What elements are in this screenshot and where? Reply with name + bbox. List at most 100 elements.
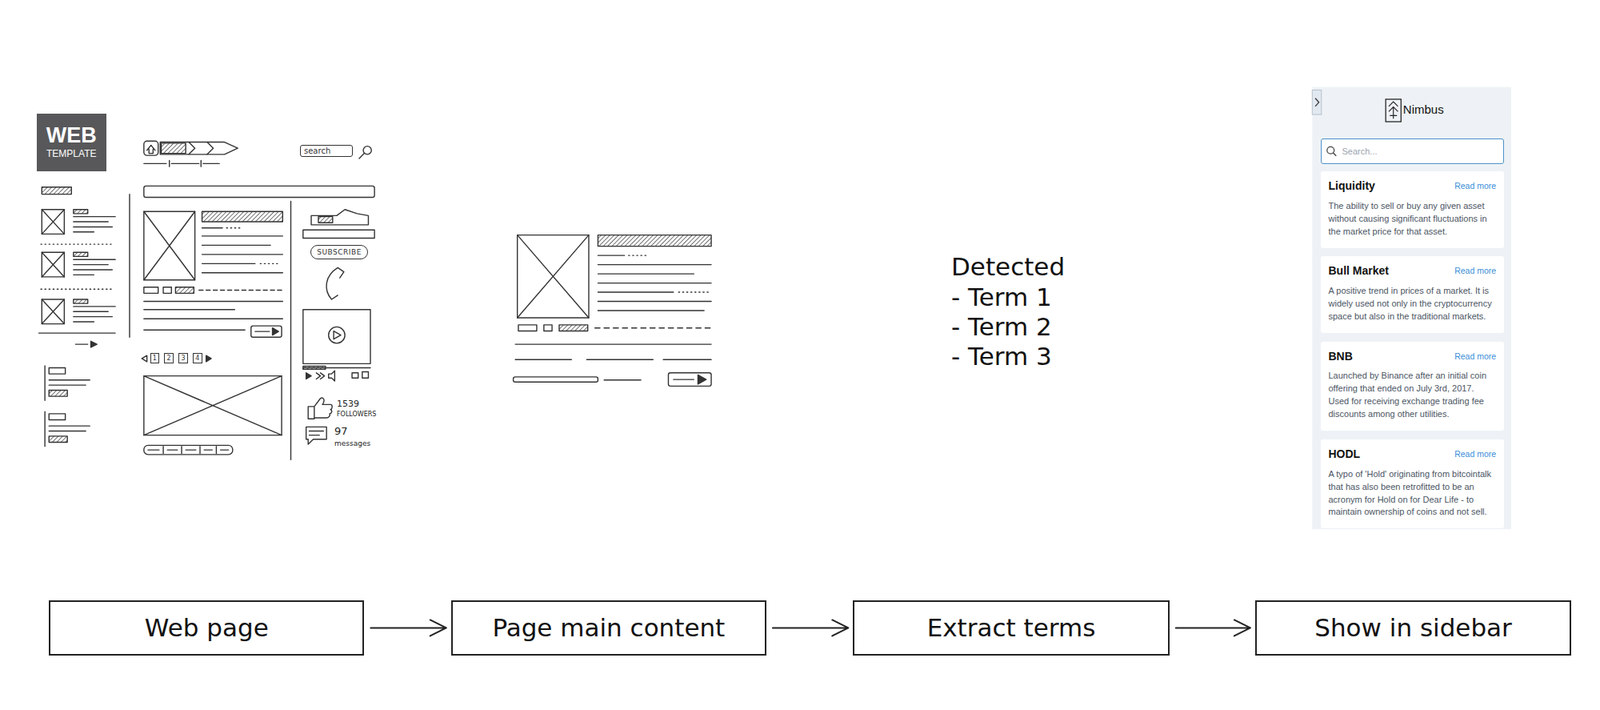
- read-more-link: Read more: [1454, 449, 1496, 459]
- main-content-wireframe: [628, 254, 650, 256]
- main-content-wireframe: [597, 235, 712, 247]
- read-more-link: Read more: [1454, 266, 1496, 276]
- web-page-wireframe: [73, 209, 88, 214]
- web-page-wireframe: [306, 372, 312, 380]
- main-content-wireframe: [595, 327, 712, 328]
- web-page-wireframe: [144, 185, 375, 197]
- web-page-wireframe: [328, 326, 345, 343]
- search-input: Search...: [1320, 138, 1505, 164]
- page-number-box: 4: [192, 352, 202, 364]
- message-caption: messages: [334, 440, 371, 448]
- web-page-wireframe: [202, 236, 284, 273]
- main-content-wireframe: [597, 254, 624, 256]
- page-number-box: 3: [178, 352, 188, 364]
- main-content-wireframe: [544, 324, 552, 332]
- search-placeholder: Search...: [1342, 147, 1378, 156]
- web-page-wireframe: [255, 330, 270, 332]
- web-page-wireframe: [303, 309, 371, 364]
- detected-term: - Term 2: [951, 314, 1052, 340]
- web-page-wireframe: [144, 211, 196, 280]
- web-page-wireframe: [144, 287, 159, 294]
- main-content-wireframe: [697, 374, 706, 384]
- page-number: 4: [195, 355, 200, 362]
- main-content-wireframe: [678, 291, 709, 292]
- sidebar-screenshot: [1332, 152, 1336, 156]
- web-page-wireframe: [38, 140, 375, 460]
- main-content-wireframe: [518, 324, 537, 332]
- follower-caption: FOLLOWERS: [336, 411, 376, 418]
- follower-count: 1539: [336, 399, 360, 408]
- web-page-wireframe: [41, 187, 72, 195]
- web-page-wireframe: [41, 252, 64, 277]
- web-page-wireframe: [206, 355, 212, 362]
- term-card: BNBRead moreLaunched by Binance after an…: [1320, 341, 1505, 432]
- sidebar-screenshot: [1315, 98, 1319, 107]
- sidebar-screenshot: [1312, 90, 1321, 116]
- web-page-wireframe: [73, 259, 116, 275]
- field-label: search: [304, 147, 331, 156]
- step-label: Web page: [144, 613, 269, 641]
- main-content-wireframe: [673, 378, 695, 380]
- step-label: Extract terms: [927, 613, 1096, 641]
- web-page-wireframe: [202, 211, 284, 222]
- web-page-wireframe: [326, 267, 344, 300]
- main-content-wireframe: [513, 376, 599, 382]
- web-page-wireframe: [362, 372, 369, 379]
- message-count: 97: [334, 425, 348, 436]
- web-page-wireframe: [303, 229, 375, 238]
- web-page-wireframe: [311, 209, 368, 225]
- web-page-wireframe: [48, 425, 90, 431]
- flow-arrow: [370, 619, 446, 636]
- web-page-wireframe: [303, 366, 326, 370]
- sidebar-screenshot: [1312, 87, 1512, 529]
- web-page-wireframe: [251, 325, 282, 337]
- term-definition: A typo of 'Hold' originating from bitcoi…: [1328, 468, 1497, 520]
- web-page-wireframe: [188, 142, 214, 155]
- flow-arrow: [1176, 619, 1251, 636]
- web-page-wireframe: [41, 299, 64, 324]
- term-definition: The ability to sell or buy any given ass…: [1328, 200, 1497, 239]
- web-page-wireframe: [202, 227, 224, 228]
- web-page-wireframe: [48, 367, 65, 374]
- web-page-wireframe: [144, 444, 233, 454]
- page-number: 3: [180, 355, 185, 362]
- flow-arrow: [1176, 619, 1251, 636]
- step-label: Page main content: [492, 613, 725, 641]
- search-field-sketch: search: [300, 144, 353, 157]
- web-page-wireframe: [260, 263, 281, 264]
- sidebar-screenshot: [1388, 101, 1398, 119]
- web-page-wireframe: [73, 252, 88, 256]
- main-content-wireframe: [515, 344, 712, 380]
- web-page-wireframe: [144, 160, 220, 168]
- web-page-wireframe: [41, 209, 64, 235]
- web-page-wireframe: [161, 143, 187, 154]
- flow-arrow: [370, 619, 446, 636]
- web-page-wireframe: [48, 436, 68, 443]
- web-page-wireframe: [41, 252, 64, 277]
- sidebar-screenshot: [1327, 146, 1335, 154]
- web-page-wireframe: [328, 370, 336, 381]
- web-page-wireframe: [38, 332, 116, 344]
- page-number-box: 1: [150, 352, 160, 364]
- button-label: SUBSCRIBE: [316, 248, 362, 256]
- detected-heading: Detected: [951, 254, 1065, 280]
- main-content-wireframe: [668, 372, 712, 387]
- term-card: Bull MarketRead moreA positive trend in …: [1320, 256, 1505, 333]
- flow-arrow: [772, 619, 848, 636]
- process-box: Page main content: [451, 600, 767, 656]
- term-card: LiquidityRead moreThe ability to sell or…: [1320, 171, 1505, 248]
- web-page-wireframe: [308, 397, 332, 419]
- sidebar-screenshot: [1320, 139, 1505, 165]
- web-page-wireframe: [91, 340, 98, 348]
- web-page-wireframe: [144, 140, 159, 156]
- web-page-wireframe: [163, 287, 172, 294]
- main-content-wireframe: [597, 264, 712, 311]
- web-page-wireframe: [41, 299, 64, 324]
- term-card: HODLRead moreA typo of 'Hold' originatin…: [1320, 439, 1505, 529]
- process-box: Show in sidebar: [1255, 600, 1572, 656]
- badge-title: WEB: [46, 124, 97, 147]
- main-content-wireframe: [559, 324, 588, 332]
- main-content-wireframe: [517, 235, 589, 318]
- main-content-wireframe: [517, 235, 589, 318]
